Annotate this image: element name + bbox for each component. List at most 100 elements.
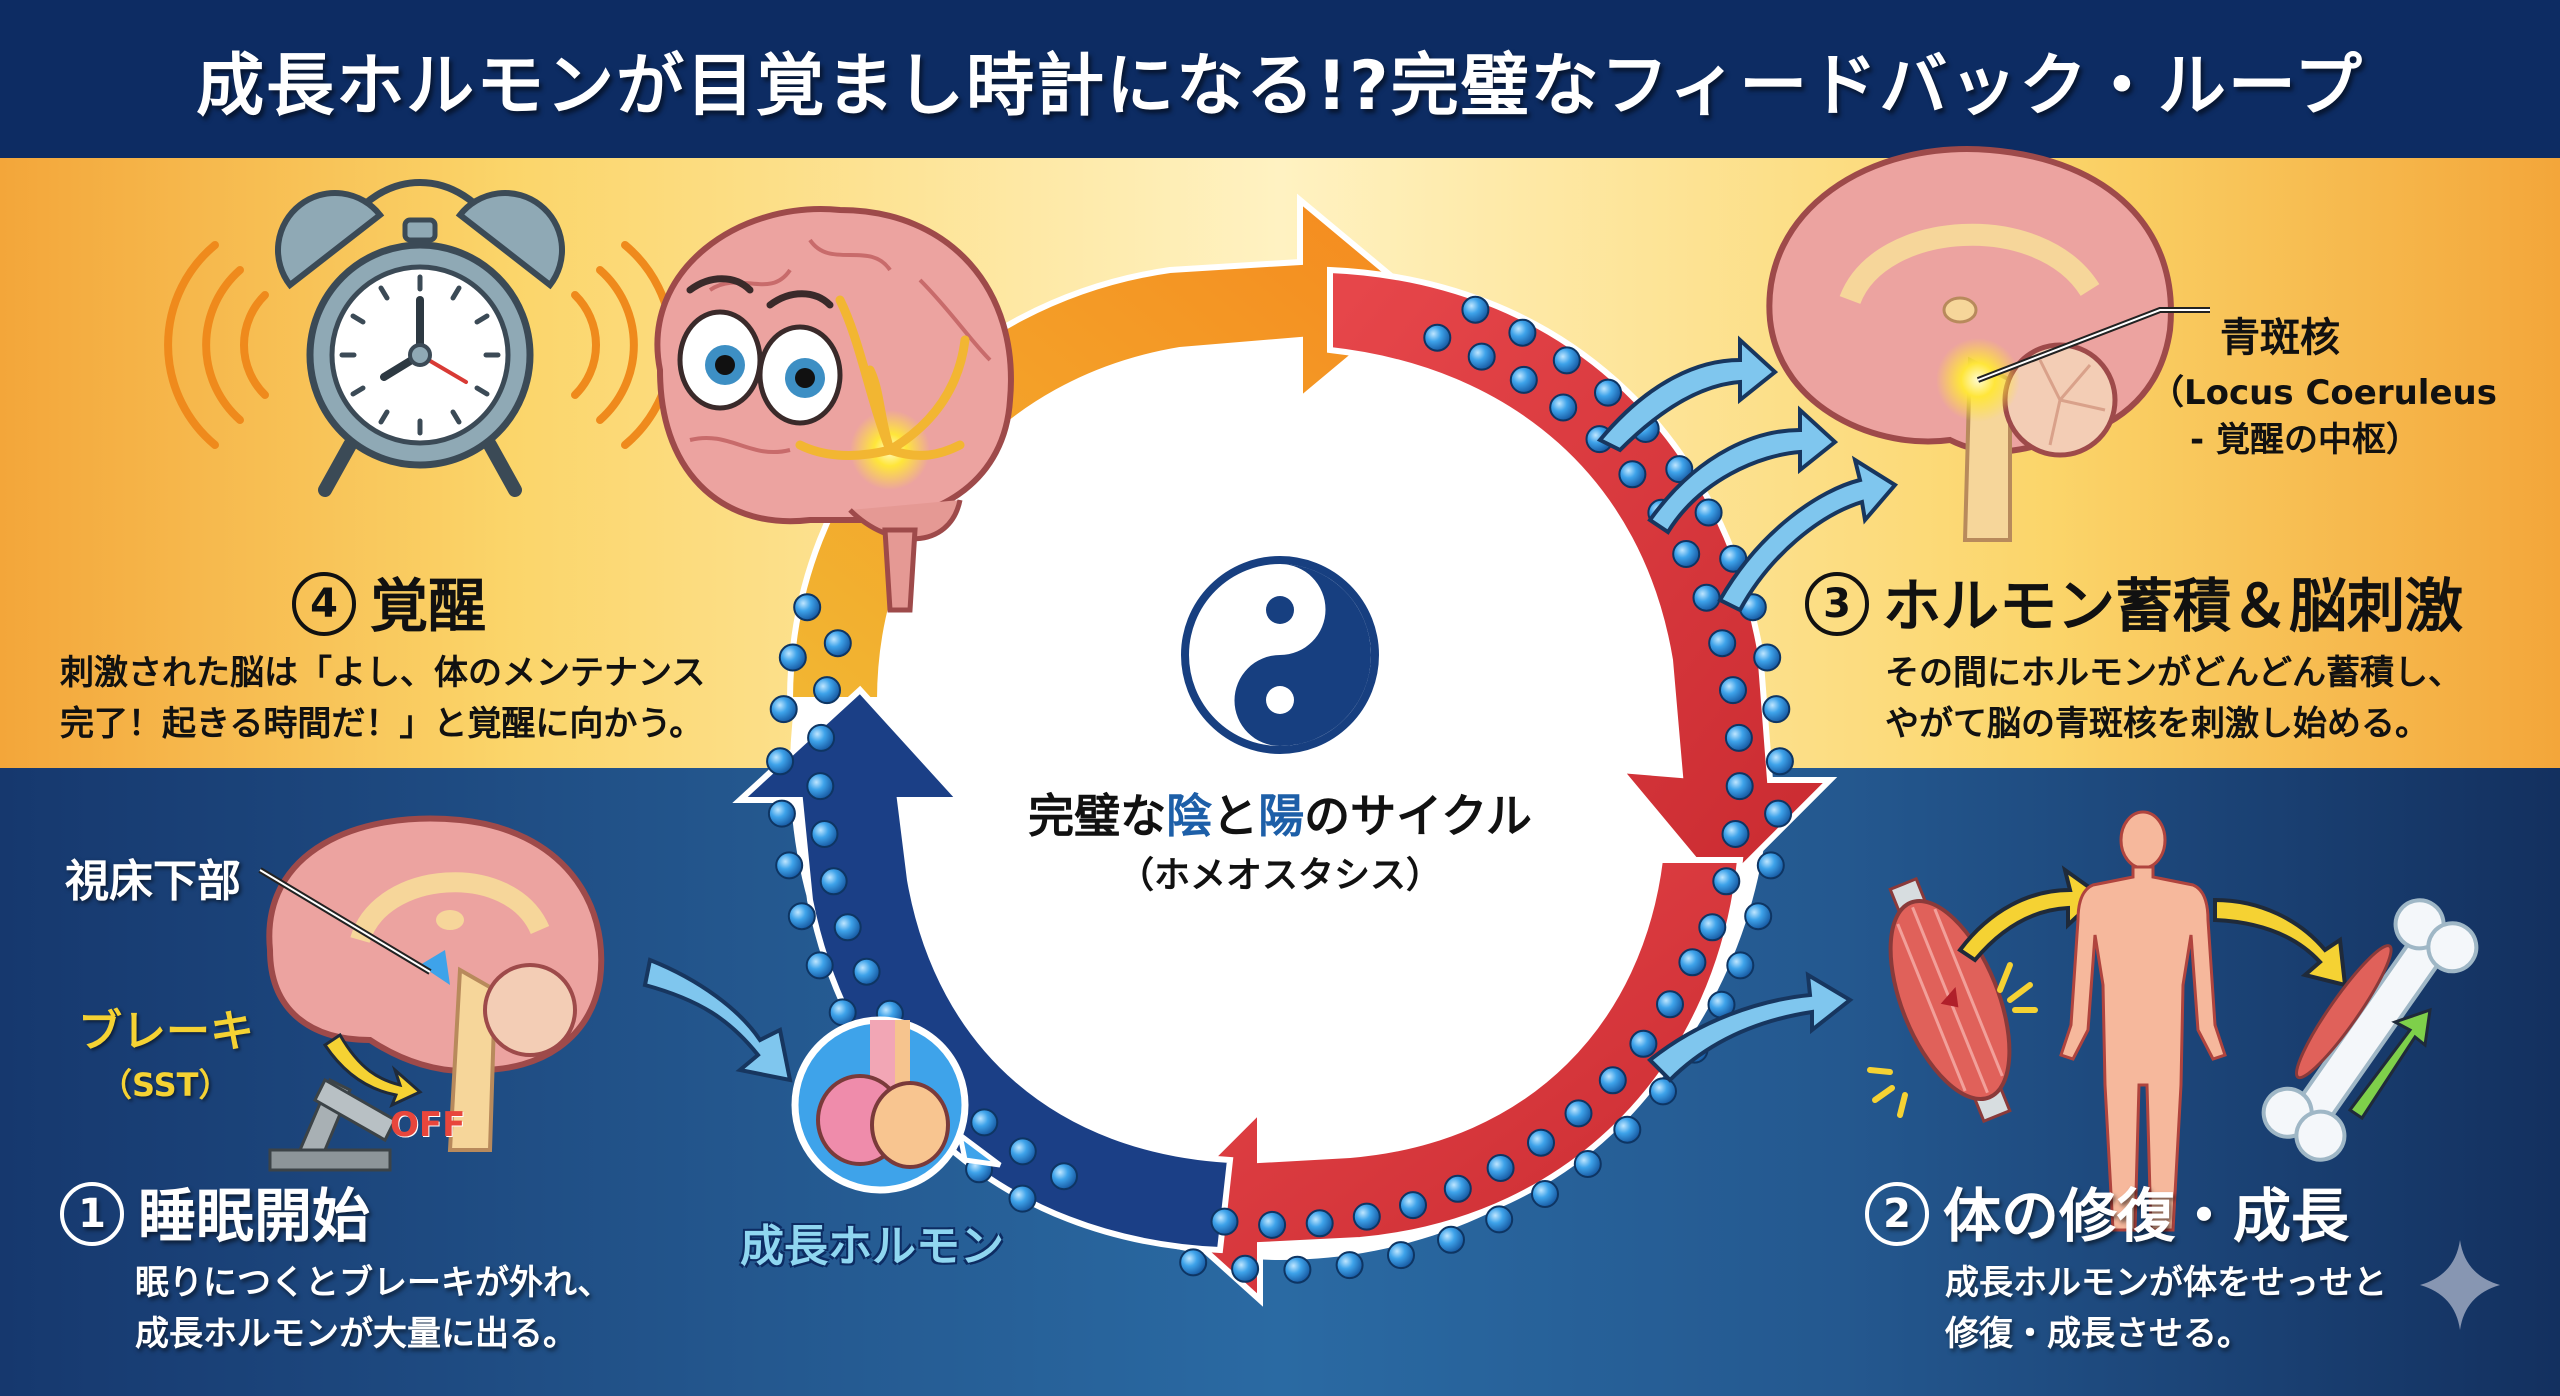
hormone-bead bbox=[769, 695, 798, 724]
hormone-bead bbox=[1708, 629, 1737, 658]
hormone-bead bbox=[1486, 1154, 1515, 1182]
stimulus-arrows bbox=[1596, 335, 1899, 613]
locus-coeruleus-brain-icon bbox=[1766, 146, 2210, 542]
hormone-bead bbox=[1008, 1184, 1037, 1213]
hormone-bead bbox=[1467, 342, 1496, 371]
center-disc bbox=[790, 280, 1770, 1260]
hormone-bead bbox=[1721, 820, 1750, 848]
hormone-bead bbox=[1665, 455, 1694, 484]
hormone-bead bbox=[1210, 1207, 1239, 1236]
hormone-bead bbox=[1305, 1209, 1334, 1238]
brake-pedal-icon bbox=[268, 1077, 397, 1172]
hypothalamus-brain-icon bbox=[258, 815, 605, 1152]
sparkle-star-icon bbox=[2420, 1240, 2500, 1330]
hormone-bead bbox=[819, 867, 848, 896]
hormone-bead bbox=[1573, 1150, 1602, 1178]
sparkle-marks bbox=[1867, 962, 2038, 1118]
hormone-bead bbox=[1692, 583, 1721, 612]
hormone-bead bbox=[805, 951, 834, 980]
hormone-bead bbox=[1399, 1191, 1427, 1220]
bone-icon bbox=[2261, 898, 2479, 1162]
hormone-bead bbox=[1283, 1255, 1312, 1284]
center-title: 完璧な陰と陽のサイクル bbox=[1028, 789, 1532, 843]
hormone-bead bbox=[1423, 323, 1452, 352]
progress-arrow-2 bbox=[2213, 897, 2348, 988]
hormone-bead bbox=[1756, 851, 1785, 880]
brake-sub-label: （SST） bbox=[100, 1066, 231, 1104]
hormone-bead bbox=[1564, 1099, 1593, 1128]
center-caption: 完璧な陰と陽のサイクル （ホメオスタシス） bbox=[980, 780, 1580, 898]
step-2-desc: 成長ホルモンが体をせっせと 修復・成長させる。 bbox=[1945, 1262, 2387, 1354]
step-3-number: 3 bbox=[1805, 571, 1869, 636]
hormone-bead bbox=[833, 913, 862, 942]
hormone-bead bbox=[1764, 799, 1793, 828]
hormone-bead bbox=[1437, 1225, 1465, 1254]
off-label: OFF bbox=[390, 1105, 466, 1145]
hormone-bead bbox=[970, 1108, 999, 1137]
hormone-bead bbox=[1672, 540, 1701, 568]
growth-hormone-label: 成長ホルモン bbox=[740, 1221, 1004, 1272]
hormone-bead bbox=[787, 902, 816, 931]
hormone-bead bbox=[778, 643, 807, 672]
step-2-number: 2 bbox=[1865, 1181, 1929, 1246]
hormone-bead bbox=[1461, 295, 1490, 324]
hormone-bead bbox=[767, 799, 796, 828]
locus-latin-label: （Locus Coeruleus bbox=[2150, 373, 2497, 413]
hormone-bead bbox=[1694, 498, 1723, 527]
locus-desc-label: - 覚醒の中枢） bbox=[2190, 420, 2420, 460]
hormone-bead bbox=[1765, 747, 1794, 776]
hormone-bead bbox=[1008, 1137, 1037, 1166]
step-3-desc: その間にホルモンがどんどん蓄積し、 やがて脳の青斑核を刺激し始める。 bbox=[1885, 652, 2462, 744]
hormone-bead bbox=[1050, 1162, 1078, 1191]
hormone-bead bbox=[1552, 346, 1581, 375]
hormone-bead bbox=[1649, 1077, 1677, 1106]
hormone-bead bbox=[1549, 393, 1578, 422]
hypothalamus-label: 視床下部 bbox=[65, 856, 241, 907]
pituitary-gland-icon bbox=[791, 1016, 1002, 1194]
hormone-bead bbox=[1724, 723, 1753, 752]
brake-label: ブレーキ bbox=[78, 1006, 254, 1057]
hormone-bead bbox=[852, 957, 881, 986]
hormone-bead bbox=[813, 676, 841, 705]
yang-word: 陽 bbox=[1258, 789, 1305, 843]
hormone-bead bbox=[1726, 951, 1755, 980]
hormone-bead bbox=[1527, 1128, 1555, 1157]
human-body-icon bbox=[2059, 810, 2227, 1232]
alarm-clock-icon bbox=[164, 179, 676, 497]
hormone-bead bbox=[1629, 1029, 1658, 1058]
hormone-bead bbox=[1443, 1174, 1472, 1203]
hormone-bead bbox=[1698, 913, 1727, 942]
hormone-bead bbox=[1712, 867, 1741, 896]
yin-word: 陰 bbox=[1166, 789, 1213, 843]
hormone-bead bbox=[1719, 676, 1747, 705]
hormone-bead bbox=[1509, 365, 1538, 394]
hormone-bead bbox=[1762, 695, 1791, 724]
hormone-bead bbox=[1485, 1205, 1514, 1234]
step-4-desc: 刺激された脳は「よし、体のメンテナンス 完了！起きる時間だ！」と覚醒に向かう。 bbox=[60, 652, 706, 744]
hormone-bead bbox=[1744, 902, 1773, 931]
yin-yang-icon bbox=[1181, 556, 1379, 754]
hormone-bead bbox=[1258, 1210, 1287, 1239]
growth-up-arrow bbox=[2347, 1007, 2432, 1121]
hormone-bead bbox=[1508, 318, 1537, 347]
hormone-bead bbox=[1678, 948, 1707, 977]
step-4-number: 4 bbox=[292, 571, 356, 636]
hormone-bead bbox=[1618, 460, 1647, 489]
hormone-bead bbox=[1725, 772, 1754, 801]
hormone-bead bbox=[1613, 1115, 1642, 1144]
awake-brain-icon bbox=[654, 206, 1014, 613]
growth-arrow bbox=[1647, 971, 1854, 1083]
hormone-bead bbox=[793, 593, 822, 622]
hormone-bead bbox=[807, 723, 836, 752]
hormone-bead bbox=[1531, 1180, 1559, 1208]
hormone-bead bbox=[1753, 643, 1782, 672]
muscle-icon bbox=[1888, 876, 2012, 1124]
hormone-bead bbox=[775, 851, 804, 880]
